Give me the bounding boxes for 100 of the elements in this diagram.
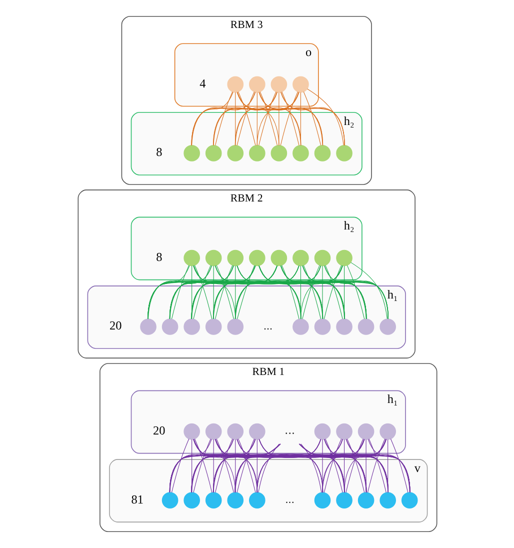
- node-circle: [314, 492, 330, 508]
- connector: [147, 265, 212, 320]
- node-circle: [292, 76, 308, 93]
- node-circle: [336, 492, 352, 508]
- connector: [306, 88, 344, 146]
- node-circle: [379, 318, 396, 335]
- connector: [190, 92, 299, 146]
- connector: [365, 439, 366, 493]
- node-circle: [357, 492, 374, 508]
- connector: [168, 266, 277, 320]
- node-circle: [204, 250, 222, 266]
- connector: [280, 265, 344, 320]
- node-circle: [248, 145, 265, 162]
- connector: [323, 439, 410, 493]
- node-circle: [248, 423, 265, 440]
- connector: [169, 265, 212, 320]
- connector: [212, 444, 280, 493]
- connector: [280, 92, 322, 146]
- node-circle: [292, 318, 308, 335]
- label: ...: [284, 494, 294, 506]
- connector: [168, 266, 256, 320]
- connector: [212, 265, 255, 320]
- connector: [258, 92, 344, 146]
- connector: [234, 265, 277, 320]
- connector: [190, 444, 280, 493]
- connector: [234, 444, 280, 493]
- connector: [281, 265, 299, 320]
- node-label: 20: [152, 424, 165, 438]
- node-circle: [270, 145, 287, 162]
- node-circle: [204, 423, 222, 440]
- connector: [190, 266, 277, 320]
- connector: [298, 444, 388, 493]
- node-label: 4: [199, 76, 206, 90]
- node-circle: [226, 423, 244, 440]
- connector: [387, 439, 388, 493]
- node-circle: [292, 250, 308, 266]
- node-circle: [183, 318, 200, 335]
- connector: [147, 266, 234, 320]
- connector: [350, 262, 387, 319]
- connector: [278, 92, 279, 146]
- node-circle: [336, 318, 352, 335]
- connector: [147, 266, 256, 320]
- node-circle: [204, 145, 222, 162]
- connector: [236, 92, 344, 146]
- connector: [258, 444, 279, 493]
- node-label: 8: [156, 250, 162, 264]
- node-text: ...: [284, 424, 295, 438]
- connector: [170, 265, 189, 320]
- connector: [212, 92, 299, 146]
- connector: [258, 266, 344, 320]
- connector: [191, 92, 233, 146]
- node-circle: [314, 318, 330, 335]
- connector: [346, 265, 364, 320]
- connector: [324, 265, 388, 320]
- node-circle: [357, 318, 374, 335]
- node-circle: [336, 250, 352, 266]
- connector: [169, 438, 212, 493]
- connector: [302, 92, 321, 146]
- label: ...: [263, 321, 272, 332]
- connector: [236, 265, 254, 320]
- connector: [168, 444, 280, 493]
- connector: [147, 265, 190, 320]
- connector: [298, 444, 410, 493]
- node-circle: [270, 250, 287, 266]
- node-circle: [204, 318, 222, 335]
- node-circle: [248, 76, 265, 93]
- connector: [300, 444, 322, 493]
- node-circle: [314, 423, 330, 440]
- node-circle: [226, 318, 244, 335]
- node-circle: [226, 492, 244, 508]
- connector: [258, 265, 301, 320]
- connector: [214, 92, 232, 146]
- connector: [299, 444, 344, 493]
- connector: [168, 439, 256, 493]
- node-circle: [183, 492, 200, 508]
- node-circle: [161, 318, 178, 335]
- connector: [302, 265, 366, 320]
- node-circle: [140, 318, 156, 335]
- node-circle: [226, 250, 244, 266]
- node-label: 8: [156, 145, 162, 160]
- node-circle: [183, 423, 200, 440]
- connector: [190, 265, 256, 320]
- connector: [212, 265, 277, 320]
- connector: [190, 92, 277, 146]
- connector: [324, 265, 366, 320]
- node-circle: [336, 145, 352, 162]
- connector: [280, 266, 366, 320]
- connector: [302, 266, 388, 320]
- node-label: 81: [130, 492, 144, 506]
- node-circle: [314, 250, 330, 266]
- node-label: 20: [108, 318, 122, 333]
- node-circle: [161, 492, 178, 508]
- node-circle: [226, 145, 244, 162]
- node-circle: [336, 423, 352, 440]
- connector: [256, 92, 257, 146]
- connector: [258, 266, 366, 320]
- connector: [169, 438, 234, 493]
- node-circle: [400, 492, 418, 508]
- connector: [190, 92, 256, 146]
- node-circle: [292, 145, 308, 162]
